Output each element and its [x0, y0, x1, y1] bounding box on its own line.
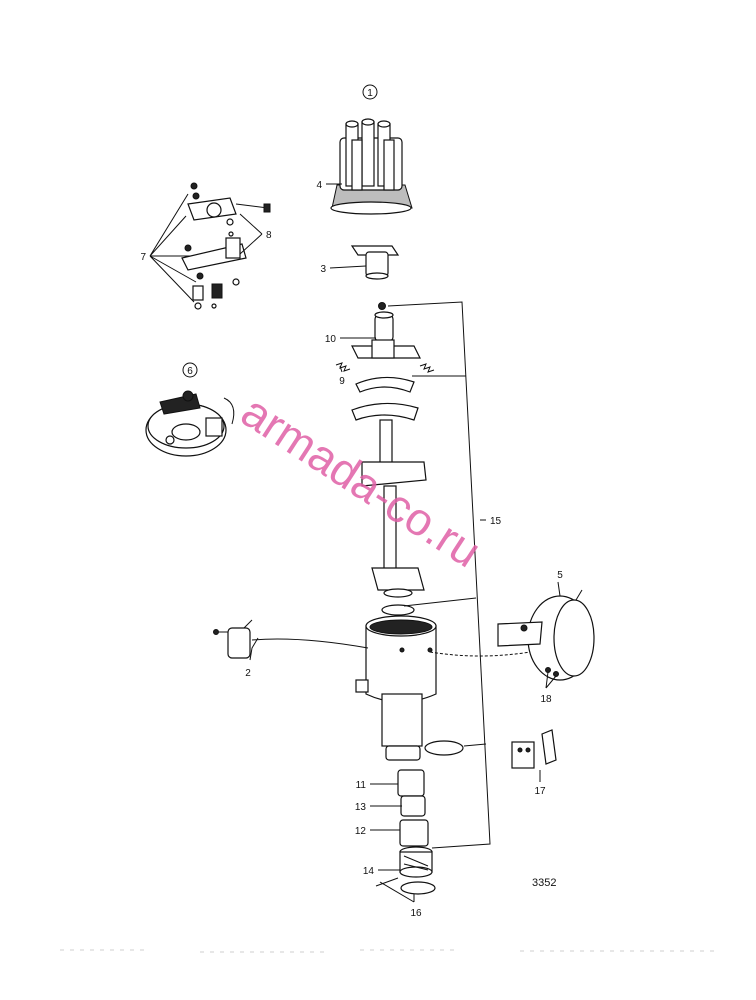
- callout-2: 2: [245, 668, 251, 679]
- lower-bushings: [397, 769, 429, 847]
- callout-6: 6: [187, 366, 193, 377]
- vacuum-advance-unit: [429, 589, 595, 681]
- callout-1: 1: [367, 88, 373, 99]
- rotor: [350, 245, 400, 280]
- breaker-plate-assembly: [145, 390, 235, 457]
- distributor-housing: [355, 615, 437, 761]
- callout-13: 13: [355, 802, 367, 813]
- distributor-shaft-assembly: [335, 302, 435, 616]
- leader-lines: [149, 84, 561, 903]
- callout-14: 14: [363, 866, 375, 877]
- drive-coupling: [399, 846, 433, 878]
- callout-12: 12: [355, 826, 367, 837]
- breaker-points-detail: [181, 182, 271, 310]
- callout-7: 7: [140, 252, 146, 263]
- scan-artifacts: [60, 949, 720, 953]
- callout-9: 9: [339, 376, 345, 387]
- callout-11: 11: [356, 780, 367, 791]
- o-ring: [424, 740, 464, 756]
- callout-16: 16: [410, 908, 422, 919]
- callout-4: 4: [316, 180, 322, 191]
- drive-pin: [375, 877, 399, 887]
- thrust-washer: [400, 881, 436, 895]
- callout-8: 8: [266, 230, 272, 241]
- callout-5: 5: [557, 570, 563, 581]
- callout-labels: 1 4 3 7 8 10 9 6 15 5 2 18 17 11 13 12 1…: [140, 88, 563, 919]
- condenser: [213, 619, 369, 659]
- figure-number: 3352: [532, 877, 556, 889]
- callout-10: 10: [325, 334, 337, 345]
- callout-3: 3: [320, 264, 326, 275]
- callout-18: 18: [540, 694, 552, 705]
- callout-17: 17: [534, 786, 546, 797]
- bracket: [511, 729, 557, 769]
- callout-15: 15: [490, 516, 502, 527]
- distributor-cap: [330, 118, 413, 215]
